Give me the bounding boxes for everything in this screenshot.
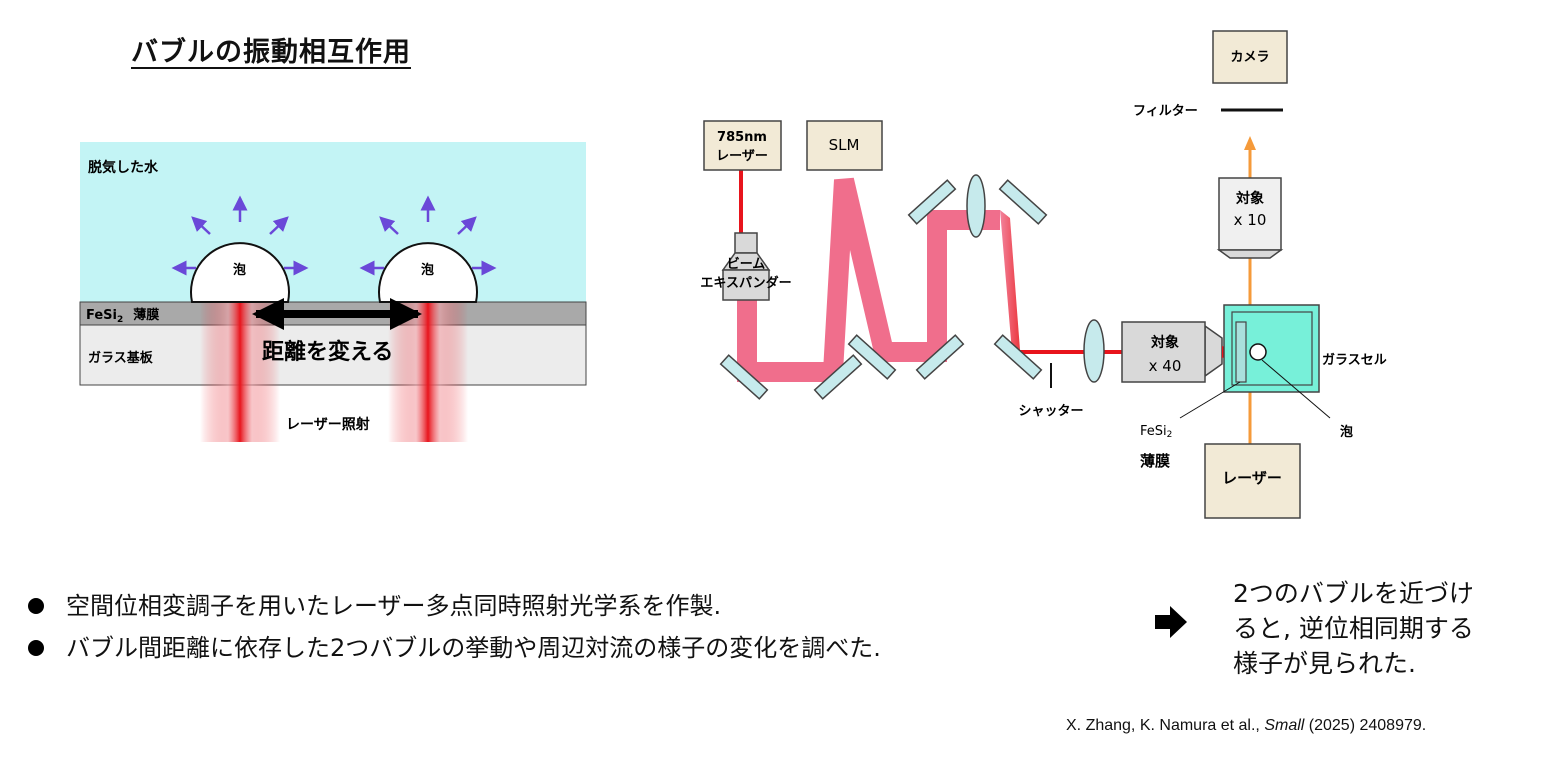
conclusion-line-1: 2つのバブルを近づけ (1233, 579, 1474, 608)
bubble-label-right: 泡 (1340, 424, 1353, 440)
bullet-dot (28, 598, 44, 614)
film-pointer (1179, 381, 1241, 419)
bubble-label-1: 泡 (233, 262, 246, 278)
beam-expander-label-1: ビーム (727, 256, 766, 272)
bubble-label-2: 泡 (421, 262, 434, 278)
objective-40-label-2: x 40 (1149, 357, 1182, 375)
bubble-pointer (1261, 359, 1331, 419)
citation-authors: X. Zhang, K. Namura et al., (1066, 717, 1265, 734)
expansion-arrows-2 (359, 195, 497, 276)
laser-785-label-1: 785nm (717, 130, 767, 145)
laser-785-box (703, 120, 782, 171)
shutter-label: シャッター (1018, 404, 1083, 419)
laser-785-label-2: レーザー (716, 149, 768, 164)
citation: X. Zhang, K. Namura et al., Small (2025)… (1066, 717, 1426, 735)
water-region (80, 142, 586, 302)
camera-label: カメラ (1230, 50, 1269, 65)
camera-box (1212, 30, 1288, 84)
page-title: バブルの振動相互作用 (131, 37, 411, 68)
glass-cell-inner (1231, 311, 1313, 386)
bullet-item-2: バブル間距離に依存した2つバブルの挙動や周辺対流の様子の変化を調べた. (28, 627, 881, 669)
optical-setup-diagram: 785nm レーザー SLM ビーム エキスパンダー シャッター 対象 x 40… (700, 30, 1387, 519)
distance-label: 距離を変える (262, 339, 393, 365)
bubble-2 (378, 242, 478, 303)
glass-substrate (79, 324, 587, 386)
objective-40-label-1: 対象 (1150, 334, 1179, 351)
slm-label: SLM (829, 136, 860, 154)
slm-box (806, 120, 883, 171)
bullet-text-2: バブル間距離に依存した2つバブルの挙動や周辺対流の様子の変化を調べた. (66, 634, 881, 662)
water-label: 脱気した水 (88, 159, 159, 176)
bullet-list: 空間位相変調子を用いたレーザー多点同時照射光学系を作製. バブル間距離に依存した… (28, 585, 881, 669)
imaging-path-arrow (1244, 136, 1256, 150)
laser-box (1204, 443, 1301, 519)
right-arrow-icon (1155, 606, 1187, 638)
conclusion-text: 2つのバブルを近づけ ると, 逆位相同期する 様子が見られた. (1233, 576, 1533, 681)
filter-label: フィルター (1133, 104, 1198, 119)
conclusion-line-2: ると, 逆位相同期する (1233, 614, 1474, 643)
expansion-arrows-1 (171, 195, 309, 276)
cell-bubble (1249, 343, 1267, 361)
focused-beam (1000, 210, 1020, 352)
lens-1 (966, 174, 986, 238)
film-label-right: FeSi2 (1140, 424, 1172, 440)
glass-cell-label: ガラスセル (1322, 353, 1387, 368)
bullet-text-1: 空間位相変調子を用いたレーザー多点同時照射光学系を作製. (66, 592, 722, 620)
objective-40-tip (1204, 324, 1223, 378)
conclusion-line-3: 様子が見られた. (1233, 649, 1416, 678)
citation-journal: Small (1264, 717, 1305, 734)
lens-2 (1083, 319, 1105, 383)
objective-10-box (1218, 177, 1282, 251)
citation-rest: (2025) 2408979. (1304, 717, 1427, 734)
objective-40-box (1121, 321, 1206, 383)
bubble-1 (190, 242, 290, 303)
laser-label: レーザー (1222, 469, 1282, 487)
bullet-dot (28, 640, 44, 656)
objective-10-label-2: x 10 (1234, 211, 1267, 229)
beam-expander-label-2: エキスパンダー (700, 275, 791, 291)
fesi2-film (1235, 321, 1247, 383)
beam-expander (721, 232, 771, 301)
beam-path (737, 177, 1000, 382)
objective-10-tip (1216, 249, 1284, 259)
bullet-item-1: 空間位相変調子を用いたレーザー多点同時照射光学系を作製. (28, 585, 881, 627)
laser-irradiation-label: レーザー照射 (286, 416, 370, 433)
mirrors (719, 179, 1048, 400)
objective-10-label-1: 対象 (1235, 190, 1264, 207)
glass-label: ガラス基板 (88, 350, 154, 366)
film-label-right-2: 薄膜 (1140, 452, 1170, 470)
